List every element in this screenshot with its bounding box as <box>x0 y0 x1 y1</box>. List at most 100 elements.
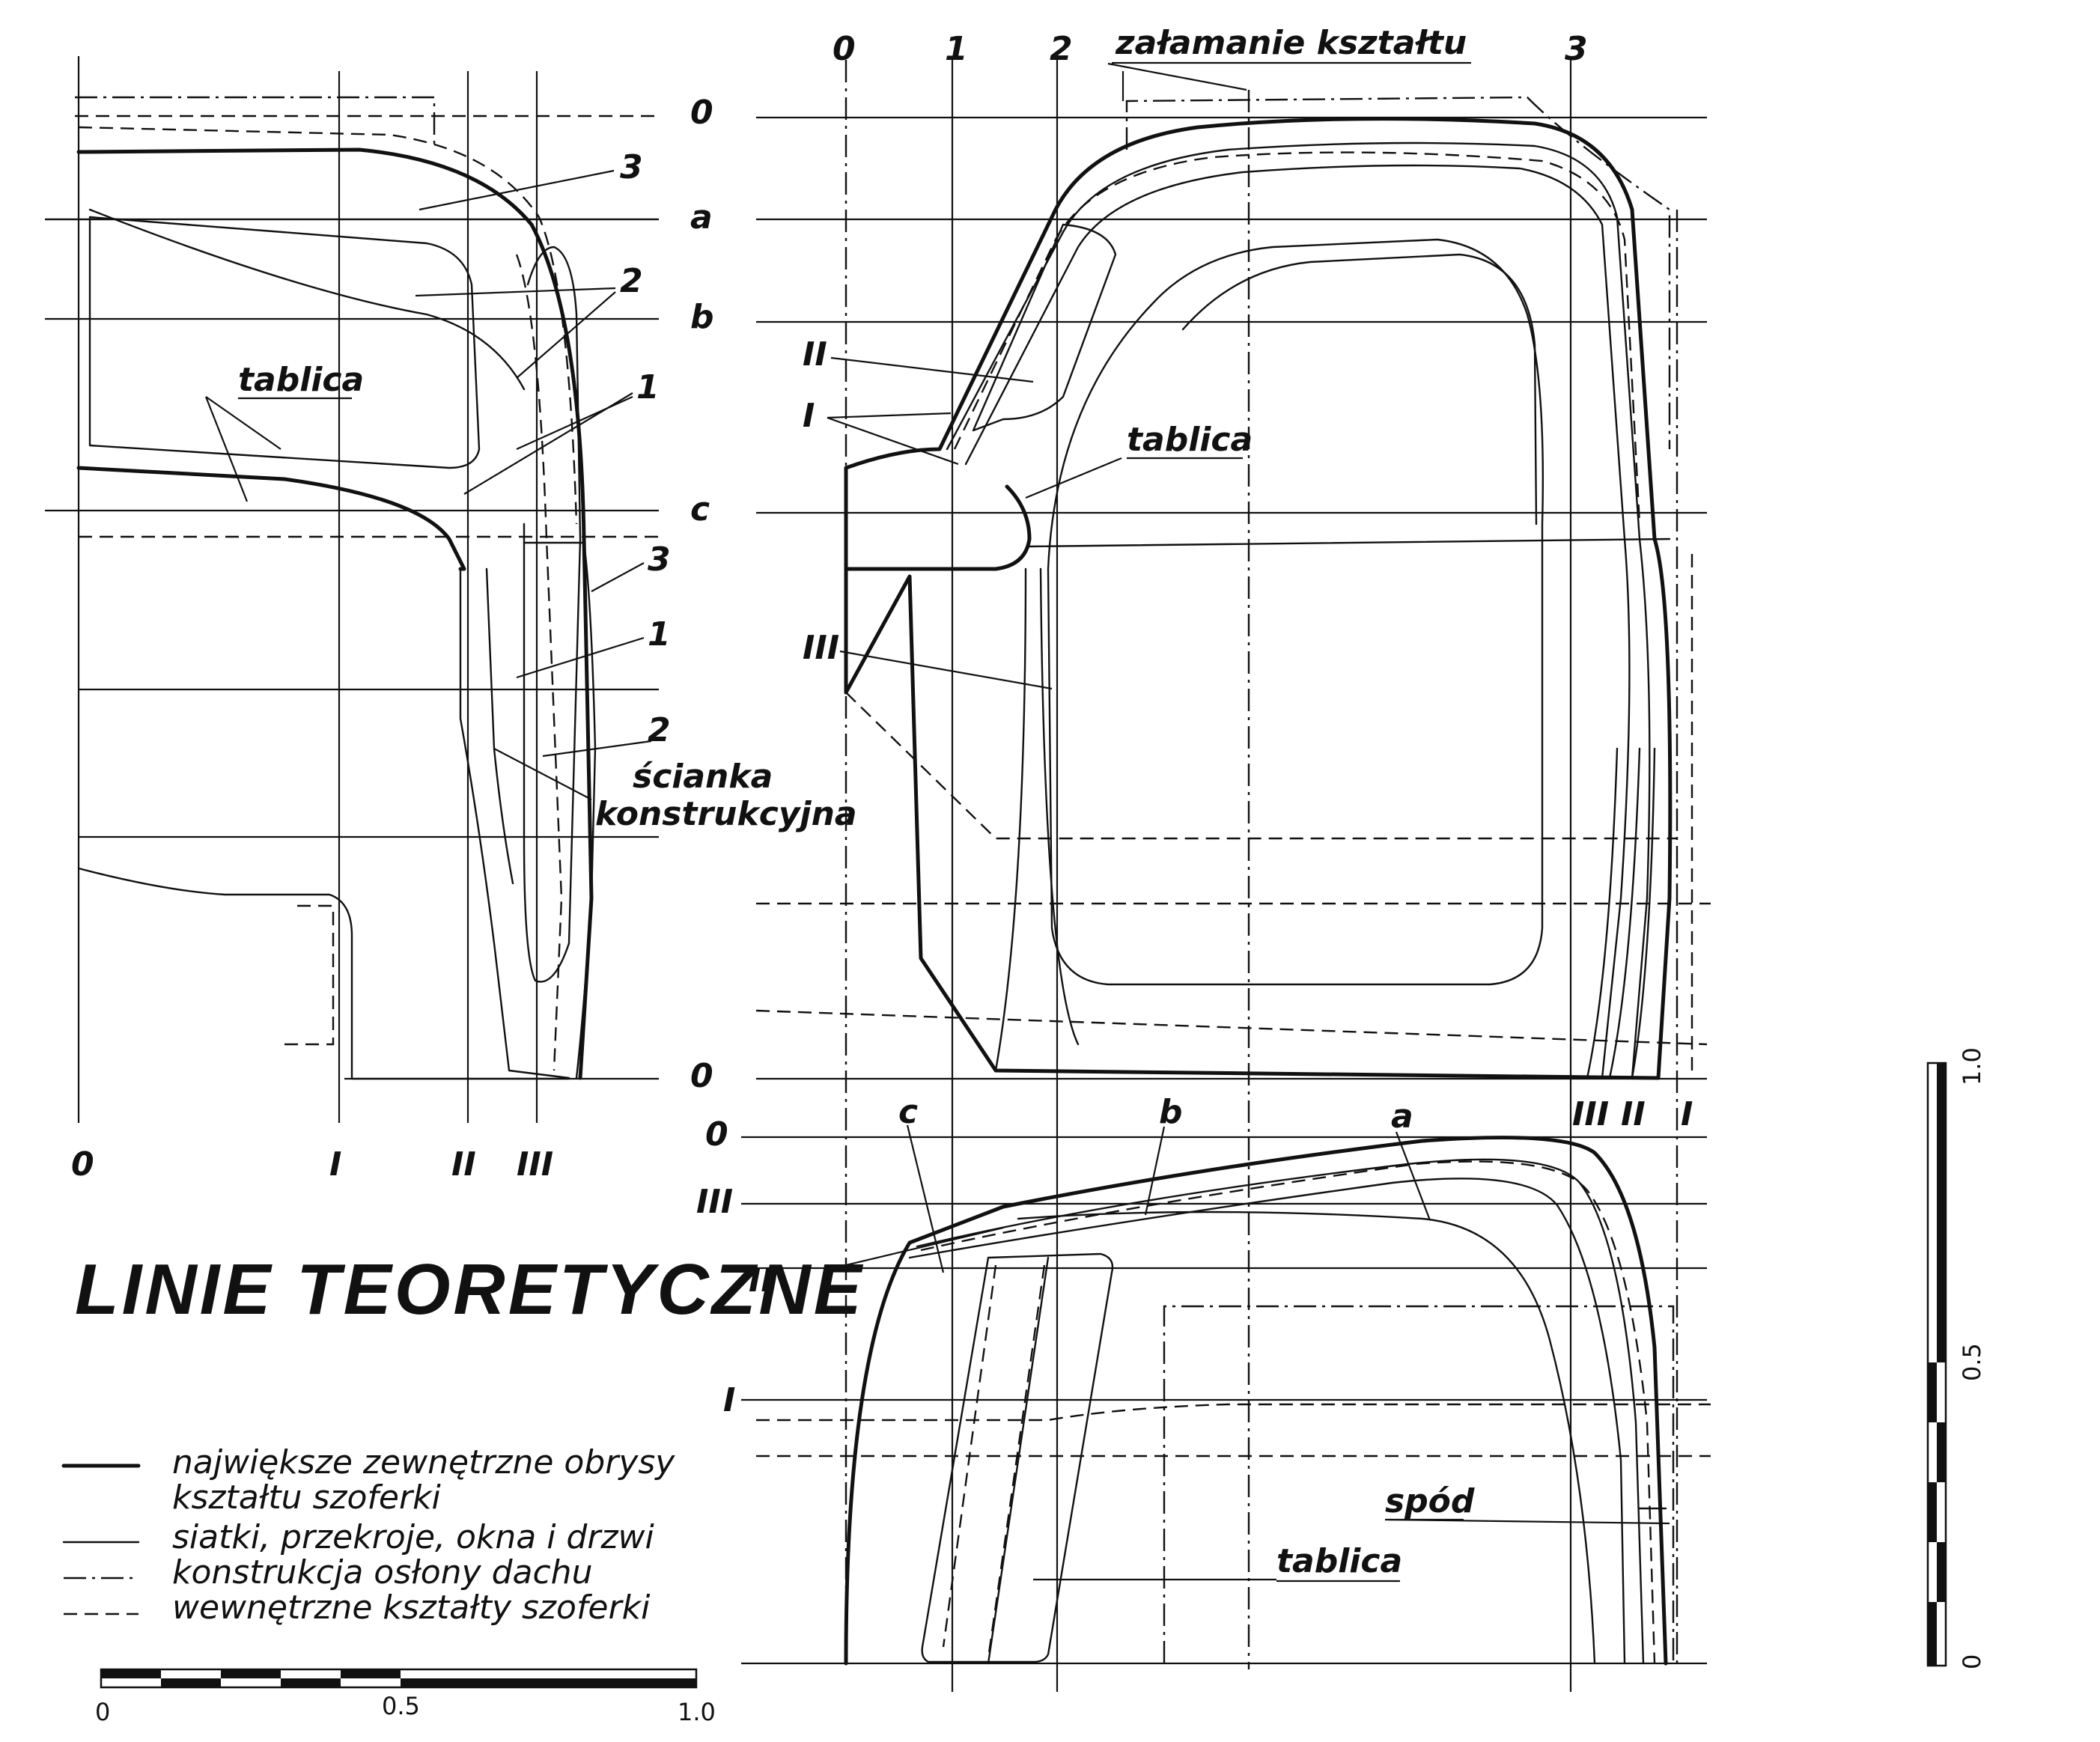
side-wall-label-line1: ścianka <box>633 758 773 796</box>
side-callout-2-mid: 2 <box>648 711 671 749</box>
plan-callout-tablica: tablica <box>1276 1542 1402 1580</box>
front-lead-I-2 <box>827 416 959 466</box>
side-rear-dashed <box>515 254 563 1071</box>
side-lead-3-top <box>419 169 615 211</box>
scale-v-seg-5 <box>1937 1542 1946 1602</box>
scale-h-seg-6 <box>401 1678 696 1687</box>
side-rear-section-3 <box>523 246 582 983</box>
plan-inner-dashed <box>920 1160 1656 1664</box>
plan-grid-dash-2 <box>756 1403 1711 1422</box>
side-callout-tablica: tablica <box>238 361 364 399</box>
front-beltline <box>1028 537 1671 548</box>
side-window <box>88 216 481 469</box>
front-lead-tablica <box>1025 457 1122 499</box>
side-callout-1-top: 1 <box>636 368 660 406</box>
side-roof-cover <box>75 96 436 150</box>
legend-text-dashdot: konstrukcja osłony dachu <box>172 1553 592 1592</box>
side-lead-2b <box>516 291 616 379</box>
plan-lead-a <box>1395 1131 1431 1221</box>
scale-v-seg-1 <box>1937 1063 1946 1362</box>
front-col-label-2: 2 <box>1050 30 1073 68</box>
front-lead-III <box>839 650 1053 690</box>
front-step <box>844 484 1032 571</box>
front-lead-II <box>830 356 1034 383</box>
scale-h-seg-1 <box>101 1669 161 1678</box>
front-grid-dashed-2 <box>755 1009 1708 1046</box>
front-door-inner <box>1181 253 1538 526</box>
front-col-label-1: 1 <box>945 30 968 68</box>
plan-inner-outline-3 <box>1017 1210 1596 1665</box>
front-lower-dashed <box>845 692 1677 840</box>
front-callout-tablica: tablica <box>1127 421 1253 459</box>
side-roof-inner <box>78 126 578 525</box>
side-lead-3-mid <box>591 562 645 592</box>
scale-v-seg-2 <box>1928 1362 1937 1422</box>
scale-bar-horizontal: 0 0.5 1.0 <box>95 1668 716 1726</box>
plan-window-dashed <box>942 1264 1046 1659</box>
front-lower-line-1 <box>994 567 1027 1072</box>
front-outer-outline <box>844 117 1673 1080</box>
side-view: 0 a b c 0 0 I II III 3 2 1 3 1 2 tablica… <box>45 56 857 1184</box>
plan-row-label-III: III <box>696 1183 733 1221</box>
scale-v-seg-4 <box>1928 1482 1937 1542</box>
scale-h-seg-3 <box>221 1669 281 1678</box>
scale-h-label-1: 1.0 <box>678 1698 716 1726</box>
scale-h-seg-5 <box>341 1669 401 1678</box>
side-col-label-II: II <box>451 1145 476 1184</box>
scale-bar-vertical: 1.0 0.5 0 <box>1926 1047 1986 1669</box>
front-lead-I-1 <box>827 412 952 419</box>
front-view: 0 1 2 3 załamanie kształtu II I tablica … <box>755 24 1711 1692</box>
side-row-label-0-top: 0 <box>690 94 713 132</box>
side-curve-2 <box>88 208 526 391</box>
plan-window <box>921 1252 1114 1663</box>
side-lower-body <box>77 867 570 1080</box>
side-rear-section-2 <box>485 567 514 885</box>
plan-outer-outline <box>844 1136 1668 1666</box>
scale-h-seg-4 <box>281 1678 341 1687</box>
drawing-title: LINIE TEORETYCZNE <box>75 1249 865 1330</box>
scale-h-label-half: 0.5 <box>382 1692 420 1720</box>
plan-roof-cover <box>1163 1305 1675 1663</box>
side-row-label-0-bottom: 0 <box>690 1057 713 1095</box>
side-lead-2-mid <box>542 740 652 758</box>
side-lead-wall <box>493 748 592 800</box>
side-lead-1b <box>516 395 633 451</box>
front-roof-cover <box>1125 96 1671 449</box>
plan-lead-b <box>1144 1126 1166 1216</box>
side-outer-profile <box>76 147 594 1080</box>
plan-line-b <box>987 1256 1050 1665</box>
front-callout-III: III <box>803 629 839 667</box>
front-break-label: załamanie kształtu <box>1115 24 1467 62</box>
front-lead-break-2 <box>1107 62 1247 91</box>
front-callout-I: I <box>803 397 815 435</box>
legend-text-thin: siatki, przekroje, okna i drzwi <box>172 1518 655 1556</box>
plan-row-label-0: 0 <box>705 1115 728 1154</box>
side-wall-label-line2: konstrukcyjna <box>595 795 857 833</box>
front-callout-II: II <box>803 335 827 374</box>
side-rear-section-1 <box>459 567 570 1079</box>
front-bottom-label-I: I <box>1681 1095 1693 1133</box>
scale-v-label-1: 1.0 <box>1958 1047 1986 1085</box>
legend: największe zewnętrzne obrysy kształtu sz… <box>61 1443 675 1627</box>
plan-section-label-a: a <box>1391 1097 1413 1136</box>
front-right-verticals <box>1586 747 1656 1079</box>
front-lower-line-2 <box>1039 567 1080 1046</box>
side-row-label-c: c <box>690 490 710 529</box>
scale-v-seg-3 <box>1937 1422 1946 1482</box>
plan-inner-outline-2 <box>908 1178 1626 1665</box>
side-callout-2-top: 2 <box>620 262 643 300</box>
front-col-label-0: 0 <box>833 30 856 68</box>
front-bottom-label-II: II <box>1621 1095 1646 1133</box>
front-inner-dashed <box>953 151 1641 525</box>
front-inner-outline-2 <box>964 164 1631 1079</box>
side-callout-1-mid: 1 <box>648 615 671 654</box>
scale-v-label-0: 0 <box>1958 1654 1986 1669</box>
scale-v-label-half: 0.5 <box>1958 1343 1986 1381</box>
side-lead-1-mid <box>516 636 645 679</box>
side-lead-tablica-2 <box>204 396 249 502</box>
side-wheel-arch <box>284 904 335 1046</box>
front-inner-outline-1 <box>946 141 1651 1079</box>
plan-lead-c-1 <box>906 1124 945 1273</box>
side-lead-2a <box>415 287 616 297</box>
plan-lead-c-2 <box>845 1226 1004 1267</box>
